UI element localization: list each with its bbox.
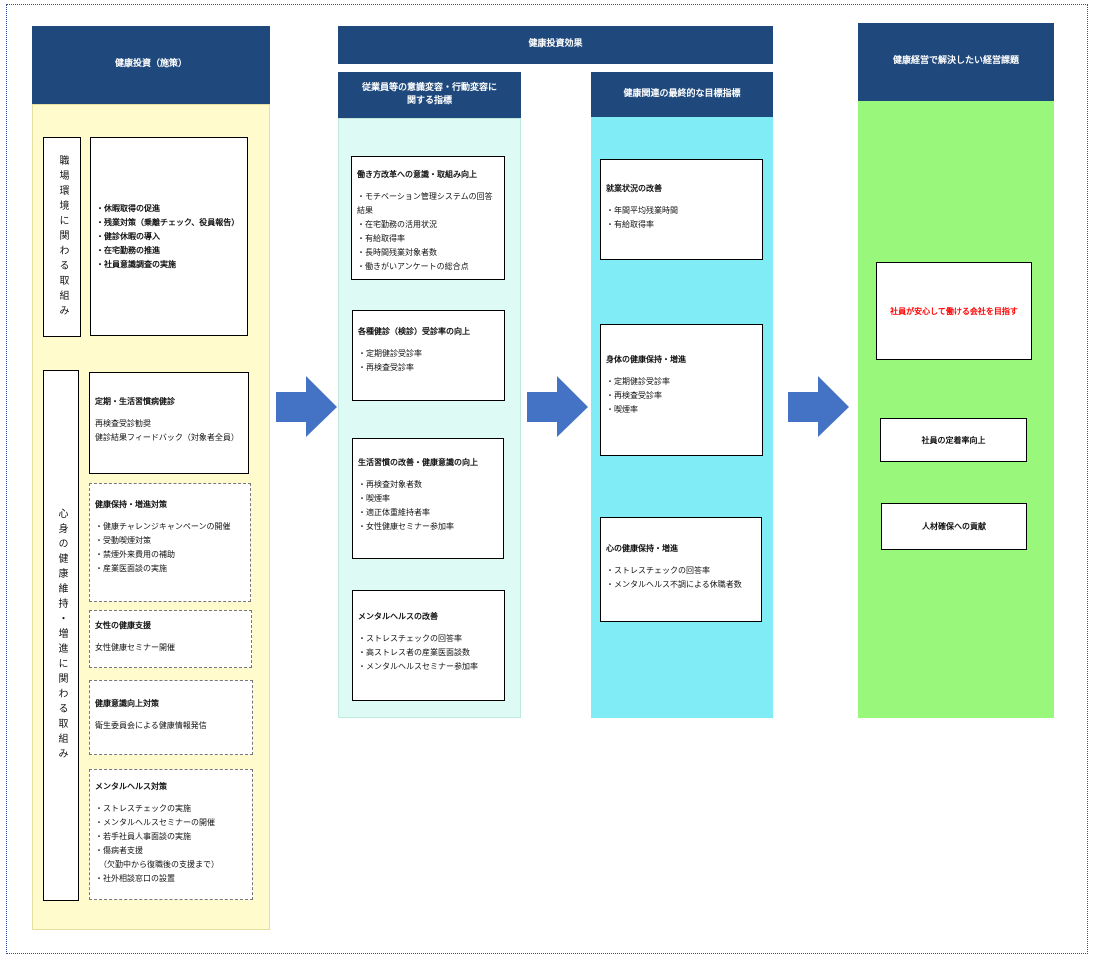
- arrow-right-icon: [276, 376, 337, 437]
- mental-policy-item: ・傷病者支援: [95, 846, 143, 855]
- issue-retention: 社員の定着率向上: [921, 435, 986, 445]
- women-health-item: 女性健康セミナー開催: [95, 643, 175, 652]
- final-item: ・ストレスチェックの回答率: [606, 566, 710, 575]
- health-promotion-box: 健康保持・増進対策 ・健康チャレンジキャンペーンの開催 ・受動喫煙対策 ・禁煙外…: [89, 483, 251, 602]
- health-label-box: 心身の健康維持・増進に関わる取組み: [43, 370, 79, 901]
- header-issues: 健康経営で解決したい経営課題: [858, 23, 1054, 101]
- checkup-item: 健診結果フィードバック（対象者全員）: [95, 433, 239, 442]
- mental-policy-item: ・若手社員人事面談の実施: [95, 832, 191, 841]
- awareness-item: ・有給取得率: [357, 234, 405, 243]
- awareness-title: 働き方改革への意識・取組み向上: [357, 170, 477, 179]
- final-item: ・メンタルヘルス不調による休職者数: [606, 580, 742, 589]
- awareness-item: ・ストレスチェックの回答率: [358, 634, 462, 643]
- header-effects: 健康投資効果: [338, 26, 773, 64]
- awareness-title: メンタルヘルスの改善: [358, 612, 438, 621]
- awareness-policy-item: 衛生委員会による健康情報発信: [95, 721, 207, 730]
- workplace-item: ・在宅勤務の推進: [96, 245, 160, 255]
- final-box-work: 就業状況の改善 ・年間平均残業時間 ・有給取得率: [600, 159, 763, 260]
- health-promotion-title: 健康保持・増進対策: [95, 500, 167, 509]
- awareness-item: ・モチベーション管理システムの回答結果: [357, 192, 493, 215]
- final-title: 心の健康保持・増進: [606, 544, 678, 553]
- final-title: 身体の健康保持・増進: [606, 355, 686, 364]
- arrow-right-icon: [788, 376, 849, 437]
- checkup-item: 再検査受診勧奨: [95, 419, 151, 428]
- workplace-label-box: 職場環境に関わる取組み: [43, 137, 81, 337]
- awareness-policy-box: 健康意識向上対策 衛生委員会による健康情報発信: [89, 680, 253, 755]
- awareness-item: ・高ストレス者の産業医面談数: [358, 648, 470, 657]
- mental-policy-item: ・メンタルヘルスセミナーの開催: [95, 818, 215, 827]
- awareness-box-checkup: 各種健診（検診）受診率の向上 ・定期健診受診率 ・再検査受診率: [352, 310, 505, 401]
- health-label: 心身の健康維持・増進に関わる取組み: [56, 508, 67, 763]
- awareness-item: ・再検査受診率: [358, 363, 414, 372]
- final-item: ・定期健診受診率: [606, 377, 670, 386]
- awareness-box-workstyle: 働き方改革への意識・取組み向上 ・モチベーション管理システムの回答結果 ・在宅勤…: [351, 156, 505, 280]
- header-final: 健康関連の最終的な目標指標: [591, 72, 773, 117]
- awareness-item: ・メンタルヘルスセミナー参加率: [358, 662, 478, 671]
- issue-recruit: 人材確保への貢献: [922, 522, 986, 531]
- final-item: ・再検査受診率: [606, 391, 662, 400]
- header-awareness-line1: 従業員等の意識変容・行動変容に: [361, 82, 497, 93]
- awareness-item: ・適正体重維持者率: [358, 508, 430, 517]
- mental-policy-box: メンタルヘルス対策 ・ストレスチェックの実施 ・メンタルヘルスセミナーの開催 ・…: [89, 769, 253, 900]
- issue-main: 社員が安心して働ける会社を目指す: [890, 306, 1018, 316]
- header-awareness: 従業員等の意識変容・行動変容に 関する指標: [338, 72, 521, 118]
- diagram-frame: [6, 4, 1088, 954]
- awareness-item: ・定期健診受診率: [358, 349, 422, 358]
- checkup-title: 定期・生活習慣病健診: [95, 397, 175, 406]
- workplace-label: 職場環境に関わる取組み: [57, 154, 68, 320]
- health-promotion-item: ・受動喫煙対策: [95, 536, 151, 545]
- arrow-right-icon: [527, 376, 588, 437]
- awareness-policy-title: 健康意識向上対策: [95, 699, 159, 708]
- women-health-box: 女性の健康支援 女性健康セミナー開催: [89, 610, 252, 668]
- women-health-title: 女性の健康支援: [95, 621, 151, 630]
- mental-policy-item: ・社外相談窓口の設置: [95, 874, 175, 883]
- checkup-box: 定期・生活習慣病健診 再検査受診勧奨 健診結果フィードバック（対象者全員）: [89, 372, 249, 474]
- awareness-title: 各種健診（検診）受診率の向上: [358, 327, 470, 336]
- awareness-item: ・在宅勤務の活用状況: [357, 220, 437, 229]
- workplace-item: ・健診休暇の導入: [96, 231, 160, 241]
- header-awareness-line2: 関する指標: [406, 96, 452, 106]
- final-title: 就業状況の改善: [606, 184, 662, 193]
- final-box-mind: 心の健康保持・増進 ・ストレスチェックの回答率 ・メンタルヘルス不調による休職者…: [600, 517, 762, 622]
- final-item: ・喫煙率: [606, 405, 638, 414]
- awareness-item: ・働きがいアンケートの総合点: [357, 262, 469, 271]
- awareness-item: ・再検査対象者数: [358, 480, 422, 489]
- issue-main-box: 社員が安心して働ける会社を目指す: [876, 262, 1032, 360]
- mental-policy-item: （欠勤中から復職後の支援まで）: [95, 860, 219, 869]
- awareness-title: 生活習慣の改善・健康意識の向上: [358, 458, 478, 467]
- awareness-box-lifestyle: 生活習慣の改善・健康意識の向上 ・再検査対象者数 ・喫煙率 ・適正体重維持者率 …: [352, 438, 504, 559]
- health-promotion-item: ・禁煙外来費用の補助: [95, 550, 175, 559]
- awareness-item: ・女性健康セミナー参加率: [358, 522, 454, 531]
- final-box-body: 身体の健康保持・増進 ・定期健診受診率 ・再検査受診率 ・喫煙率: [600, 324, 763, 456]
- awareness-item: ・長時間残業対象者数: [357, 248, 437, 257]
- issue-recruit-box: 人材確保への貢献: [881, 503, 1027, 550]
- mental-policy-item: ・ストレスチェックの実施: [95, 804, 191, 813]
- awareness-box-mental: メンタルヘルスの改善 ・ストレスチェックの回答率 ・高ストレス者の産業医面談数 …: [352, 590, 505, 701]
- final-item: ・有給取得率: [606, 220, 654, 229]
- issue-retention-box: 社員の定着率向上: [880, 418, 1027, 462]
- mental-policy-title: メンタルヘルス対策: [95, 782, 167, 791]
- header-policy: 健康投資（施策）: [32, 26, 270, 104]
- health-promotion-item: ・健康チャレンジキャンペーンの開催: [95, 522, 231, 531]
- final-item: ・年間平均残業時間: [606, 206, 678, 215]
- health-promotion-item: ・産業医面談の実施: [95, 564, 167, 573]
- issues-panel: [858, 101, 1054, 718]
- workplace-item: ・社員意識調査の実施: [96, 259, 176, 269]
- workplace-item: ・残業対策（乗離チェック、役員報告）: [96, 217, 240, 227]
- awareness-item: ・喫煙率: [358, 494, 390, 503]
- workplace-item: ・休暇取得の促進: [96, 203, 160, 213]
- workplace-box: ・休暇取得の促進 ・残業対策（乗離チェック、役員報告） ・健診休暇の導入 ・在宅…: [90, 137, 248, 336]
